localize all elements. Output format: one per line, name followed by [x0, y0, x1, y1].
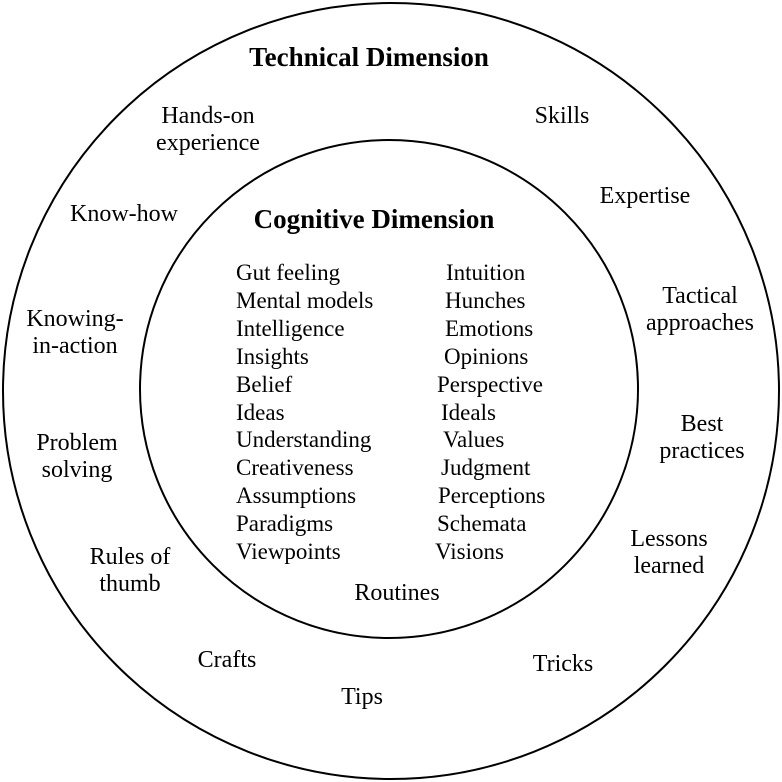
- cognitive-item: Ideas: [236, 399, 285, 425]
- cognitive-item: Viewpoints: [236, 539, 341, 565]
- cognitive-item: Perspective: [437, 371, 544, 397]
- outer-label-line: solving: [41, 457, 113, 483]
- cognitive-item: Visions: [435, 539, 504, 565]
- outer-label-tricks: Tricks: [532, 651, 594, 677]
- outer-label-line: Lessons: [630, 526, 708, 552]
- cognitive-item: Intuition: [446, 260, 526, 285]
- outer-label-knowing-in-action: Knowing-in-action: [26, 306, 123, 360]
- cognitive-item: Belief: [236, 371, 293, 397]
- cognitive-item: Emotions: [445, 315, 534, 341]
- inner-circle: [139, 139, 639, 639]
- cognitive-dimension-title: Cognitive Dimension: [253, 204, 495, 234]
- cognitive-right-column: Intuition Hunches Emotions Opinions Pers…: [435, 259, 545, 566]
- outer-label-line: learned: [633, 553, 705, 579]
- technical-dimension-title: Technical Dimension: [249, 42, 489, 72]
- cognitive-item: Hunches: [445, 287, 526, 313]
- outer-label-line: practices: [659, 438, 745, 464]
- cognitive-item: Judgment: [441, 455, 531, 481]
- outer-label-line: Hands-on: [161, 103, 255, 129]
- outer-label-line: approaches: [646, 310, 754, 336]
- outer-label-skills: Skills: [534, 103, 590, 129]
- outer-label-crafts: Crafts: [197, 647, 257, 673]
- cognitive-left-column: Gut feeling Mental models Intelligence I…: [236, 259, 373, 566]
- outer-label-line: experience: [156, 130, 260, 156]
- cognitive-item: Values: [443, 427, 505, 453]
- cognitive-item: Assumptions: [236, 483, 357, 509]
- cognitive-label-routines: Routines: [354, 580, 440, 606]
- outer-label-tips: Tips: [341, 684, 383, 710]
- outer-label-line: Tactical: [662, 283, 738, 309]
- cognitive-item: Paradigms: [236, 511, 334, 537]
- outer-label-know-how: Know-how: [70, 201, 178, 227]
- outer-label-line: Problem: [36, 430, 118, 456]
- outer-label-line: Rules of: [89, 544, 171, 570]
- outer-label-line: thumb: [99, 571, 161, 597]
- cognitive-item: Understanding: [236, 427, 372, 453]
- cognitive-item: Opinions: [444, 343, 529, 369]
- cognitive-item: Ideals: [441, 399, 496, 425]
- cognitive-item: Gut feeling: [236, 260, 341, 285]
- outer-label-expertise: Expertise: [599, 183, 691, 209]
- outer-label-line: in-action: [32, 333, 118, 359]
- cognitive-item: Schemata: [437, 511, 527, 537]
- cognitive-item: Insights: [236, 343, 309, 369]
- outer-label-line: Best: [680, 411, 724, 437]
- cognitive-item: Perceptions: [438, 483, 546, 509]
- cognitive-item: Intelligence: [236, 315, 345, 341]
- outer-label-line: Knowing-: [26, 306, 124, 332]
- cognitive-item: Creativeness: [236, 455, 354, 481]
- cognitive-item: Mental models: [236, 287, 374, 313]
